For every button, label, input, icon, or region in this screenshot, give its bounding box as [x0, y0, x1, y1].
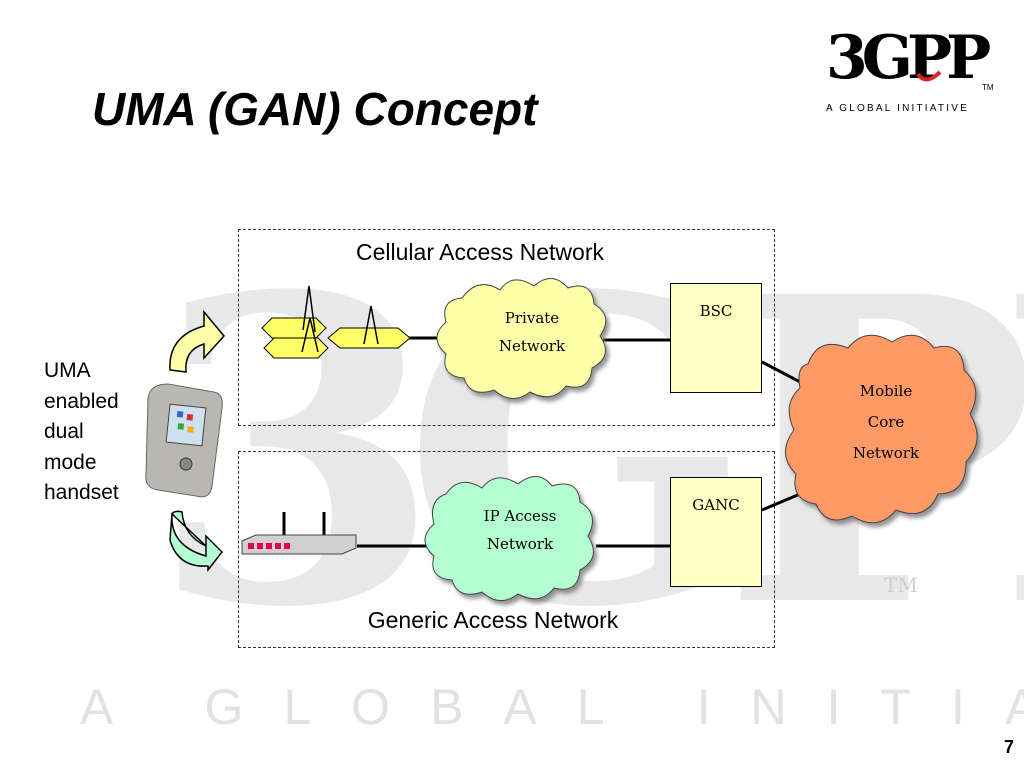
- handset-label-line: mode: [44, 450, 97, 474]
- mobile-core-network-cloud: [785, 334, 978, 524]
- cellular-access-network-label: Cellular Access Network: [356, 239, 604, 265]
- handset-label-line: enabled: [44, 389, 119, 413]
- ip-access-network-label-line: IP Access: [483, 507, 557, 525]
- logo-tm: TM: [982, 83, 994, 92]
- logo-tagline: A GLOBAL INITIATIVE: [826, 103, 969, 114]
- watermark-tm: TM: [884, 573, 918, 597]
- generic-access-network-region: [238, 451, 775, 648]
- bsc-box: BSC: [670, 283, 762, 393]
- link-ganc-core: [761, 492, 801, 512]
- ganc-box: GANC: [670, 477, 762, 587]
- wifi-access-point-icon: [241, 512, 357, 555]
- handset-label-line: handset: [44, 481, 119, 504]
- private-network-cloud: [436, 278, 607, 399]
- page-title: UMA (GAN) Concept: [92, 83, 538, 135]
- logo-3gpp: 3GPP TM A GLOBAL INITIATIVE: [826, 23, 996, 114]
- handset-label-line: dual: [44, 420, 84, 443]
- mobile-core-network-label-line: Mobile: [859, 382, 913, 400]
- ip-access-network-label: IP Access Network: [458, 502, 582, 558]
- ip-access-network-label-line: Network: [486, 535, 554, 553]
- mobile-core-network-label-line: Core: [867, 413, 905, 431]
- ip-access-network-cloud: [424, 476, 594, 601]
- arrow-up-to-cellular-icon: [169, 309, 225, 373]
- cellular-access-network-region: [238, 229, 775, 426]
- arrow-down-to-generic-icon: [169, 510, 223, 573]
- mobile-core-network-label-line: Network: [852, 444, 920, 462]
- private-network-label-line: Network: [498, 337, 566, 355]
- mobile-core-network-label: Mobile Core Network: [826, 376, 946, 469]
- watermark-tagline: A GLOBAL INITIATIVE: [80, 679, 1024, 735]
- logo-mark: 3GPP: [826, 23, 990, 93]
- handset-label-line: UMA: [44, 359, 91, 382]
- private-network-label-line: Private: [504, 309, 560, 327]
- private-network-label: Private Network: [470, 304, 594, 360]
- base-station-icon: [261, 285, 411, 359]
- logo-swoosh-icon: [916, 70, 942, 82]
- handset-icon: [145, 383, 223, 498]
- handset-label: UMA enabled dual mode handset: [44, 356, 119, 509]
- link-bsc-core: [761, 360, 805, 386]
- page-number: 7: [1003, 737, 1014, 757]
- generic-access-network-label: Generic Access Network: [367, 607, 619, 633]
